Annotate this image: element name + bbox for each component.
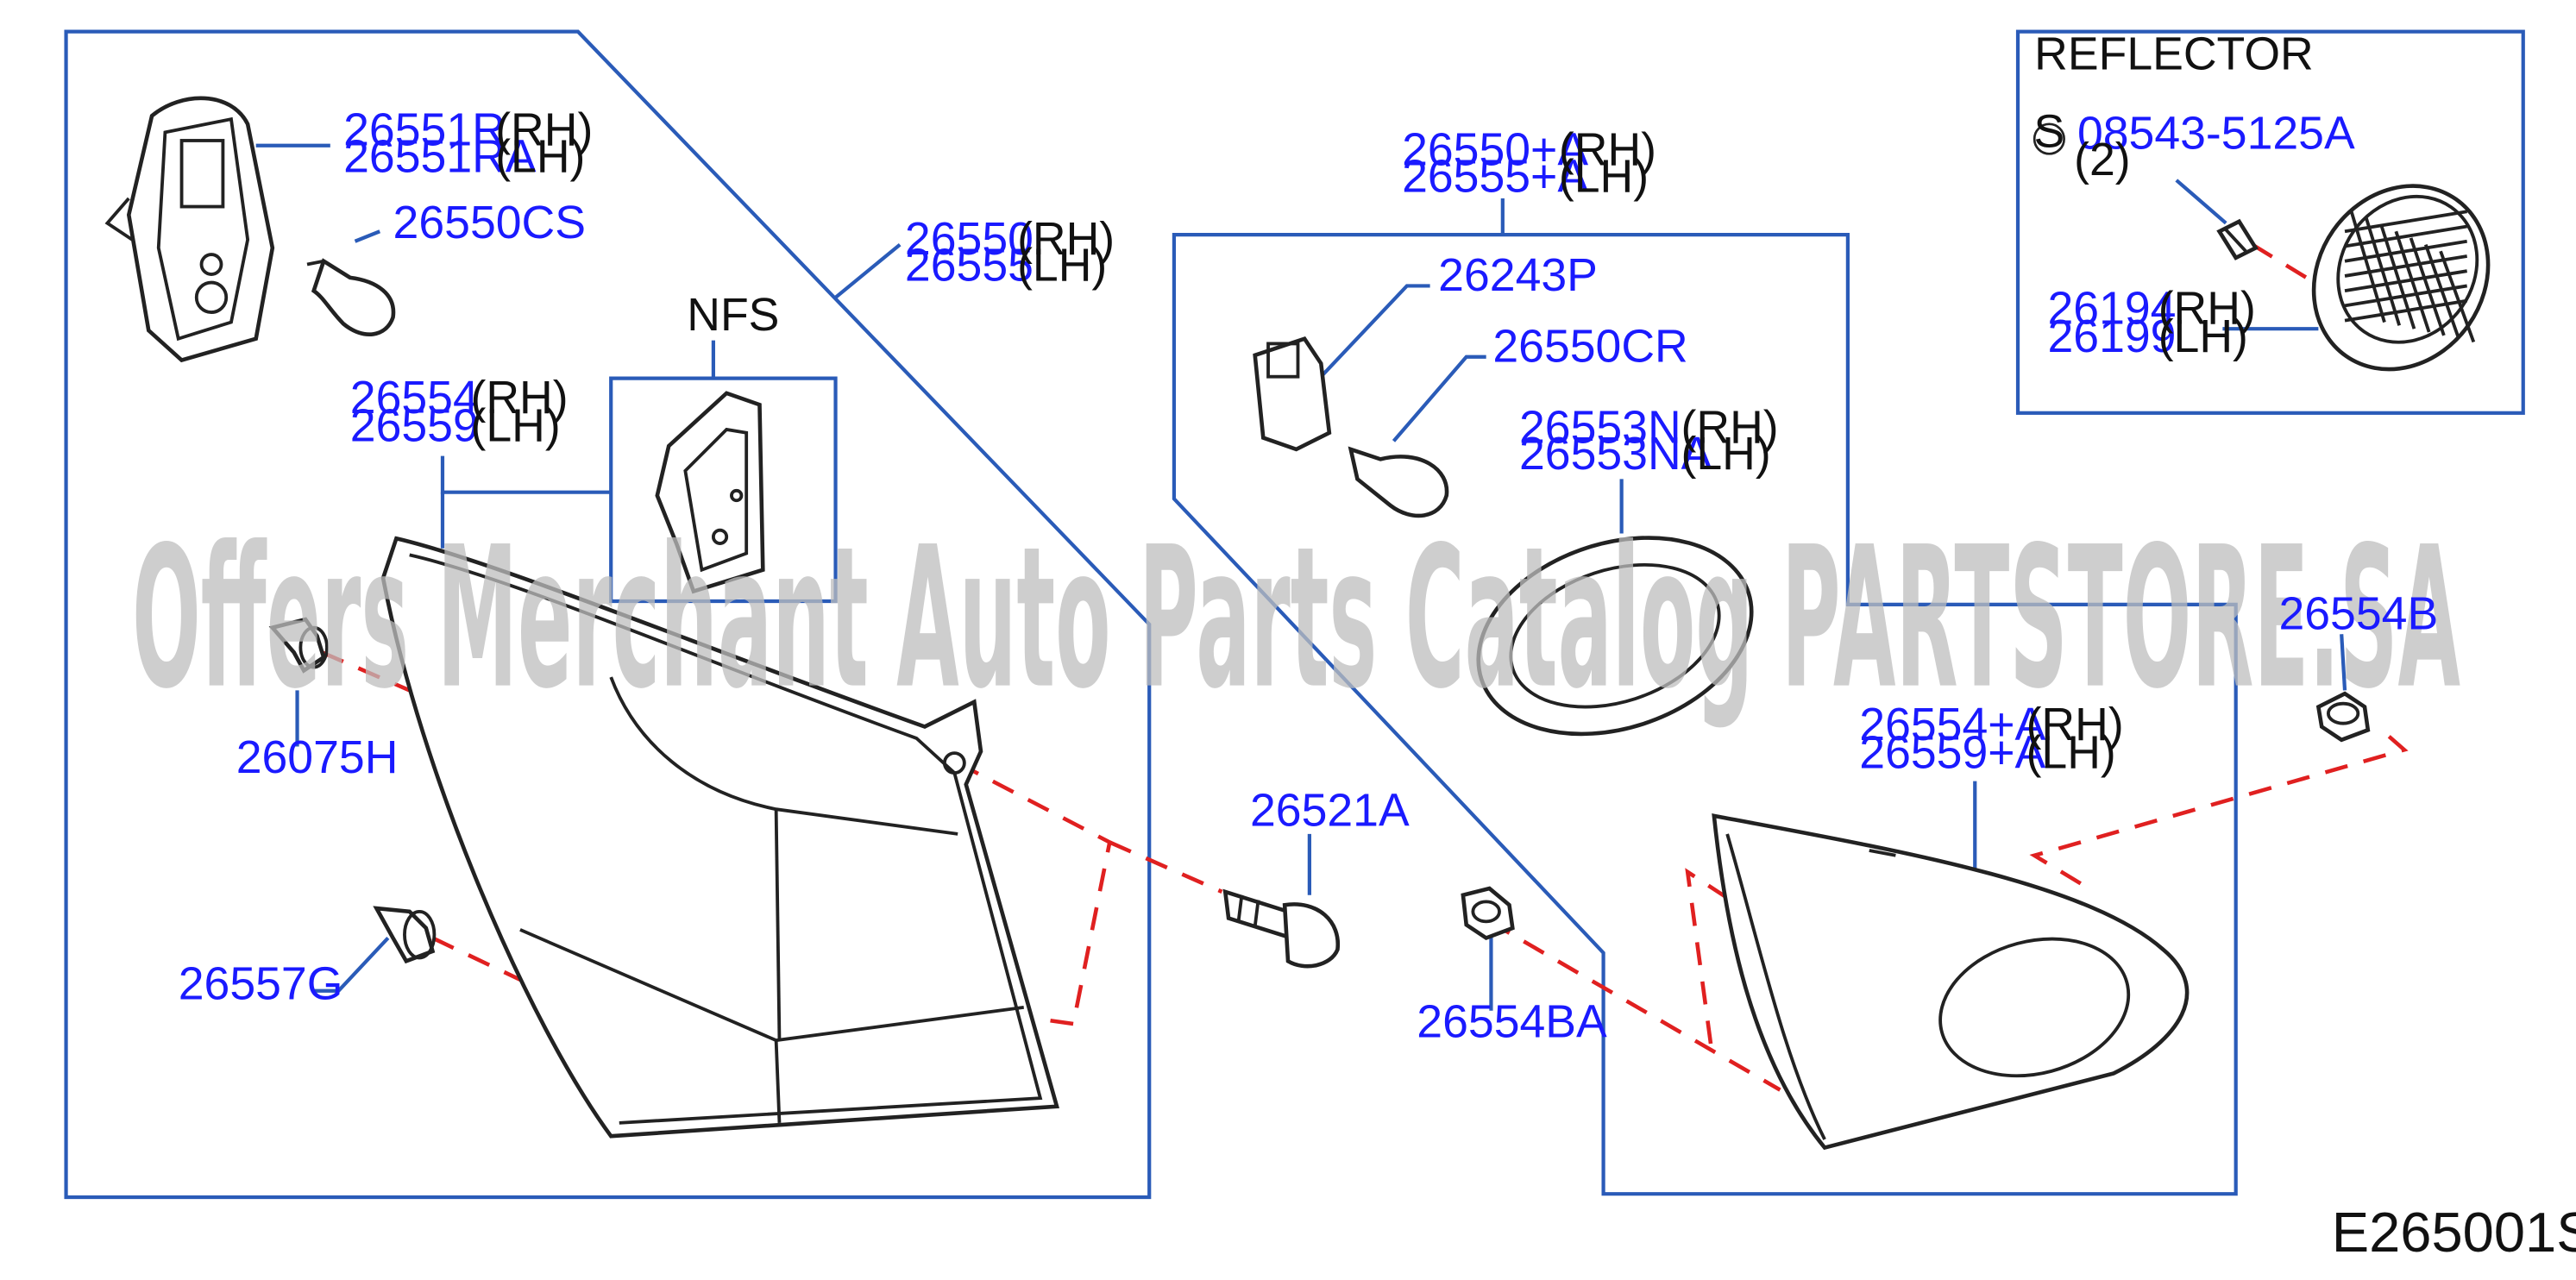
part-number-26555[interactable]: 26555: [905, 240, 1034, 292]
part-number-26075h[interactable]: 26075H: [236, 731, 399, 783]
part-number-26550[interactable]: 26550: [905, 213, 1034, 265]
bulb-26550cr-drawing: [1348, 446, 1449, 518]
reflector-hatch-line: [2344, 254, 2467, 278]
reflector-hatch-line: [2344, 269, 2467, 293]
rh-label: (RH): [1559, 124, 1656, 176]
screw-quantity: (2): [2074, 134, 2130, 185]
clip-26075h-drawing: [268, 617, 329, 674]
reflector-hatch-line: [2344, 224, 2467, 248]
bulb-26550cs-drawing: [306, 258, 396, 336]
rh-label: (RH): [1017, 213, 1115, 265]
lh-label: (LH): [1559, 150, 1649, 202]
part-number-26559[interactable]: 26559: [350, 399, 479, 451]
lh-label: (LH): [2158, 311, 2248, 362]
reflector-hatch-line: [2344, 210, 2467, 234]
part-number-26550a[interactable]: 26550+A: [1402, 124, 1588, 176]
part-number-26550cs[interactable]: 26550CS: [393, 197, 586, 248]
screw-symbol-circle: [2033, 122, 2065, 155]
rh-label: (RH): [495, 104, 593, 156]
reflector-hatch-line: [2439, 250, 2476, 343]
rh-label: (RH): [2158, 282, 2256, 334]
part-number-08543-5125a[interactable]: 08543-5125A: [2077, 108, 2355, 160]
part-number-26243p[interactable]: 26243P: [1438, 249, 1598, 301]
part-number-26553na[interactable]: 26553NA: [1519, 428, 1712, 480]
part-number-26554ba[interactable]: 26554BA: [1417, 995, 1607, 1047]
part-number-26521a[interactable]: 26521A: [1250, 784, 1410, 836]
bolt-26521a-drawing: [1222, 888, 1341, 969]
part-number-26554a[interactable]: 26554+A: [1859, 699, 2045, 750]
screw-symbol: S: [2034, 106, 2065, 158]
outer-lamp-group-frame: [64, 29, 1152, 1200]
part-number-26559a[interactable]: 26559+A: [1859, 726, 2045, 778]
rh-label: (RH): [471, 372, 569, 424]
part-number-26555a[interactable]: 26555+A: [1402, 150, 1588, 202]
reflector-hatch-line: [2344, 239, 2467, 263]
lh-label: (LH): [1681, 428, 1771, 480]
inner-lamp-group-frame: [1172, 232, 2238, 1196]
part-number-26551r[interactable]: 26551R: [343, 104, 506, 156]
clip-26557g-drawing: [373, 906, 437, 964]
lh-label: (LH): [1017, 240, 1107, 292]
nfs-box: [609, 376, 838, 604]
nfs-plate-drawing: [655, 391, 765, 594]
reflector-hatch-line: [2409, 237, 2446, 336]
screw-08543-5125a-drawing: [2216, 218, 2259, 260]
reflector-title: REFLECTOR: [2034, 28, 2314, 80]
part-number-26194[interactable]: 26194: [2047, 282, 2176, 334]
reflector-hatch: [2344, 210, 2476, 343]
socket-plate-26551r-drawing: [104, 96, 275, 363]
watermark: Offers Merchant Auto Parts Catalog PARTS…: [132, 505, 2460, 732]
part-number-26554[interactable]: 26554: [350, 372, 479, 424]
reflector-box: [2015, 29, 2525, 415]
lh-label: (LH): [495, 130, 585, 182]
part-number-26554b[interactable]: 26554B: [2278, 588, 2438, 640]
nfs-label: NFS: [687, 289, 779, 341]
lh-label: (LH): [471, 399, 561, 451]
nut-26554ba-drawing: [1461, 886, 1515, 941]
reflector-hatch-line: [2344, 284, 2467, 308]
reflector-hatch-line: [2365, 217, 2402, 326]
diagram-code: E265001S: [2332, 1201, 2576, 1264]
lh-label: (LH): [2026, 726, 2116, 778]
part-number-26557g[interactable]: 26557G: [179, 957, 343, 1009]
part-number-26199[interactable]: 26199: [2047, 311, 2176, 362]
reflector-hatch-line: [2344, 298, 2467, 323]
rh-label: (RH): [1681, 401, 1779, 453]
part-number-26551ra[interactable]: 26551RA: [343, 130, 537, 182]
socket-26243p-drawing: [1253, 336, 1332, 452]
reflector-26194-drawing: [2311, 184, 2491, 372]
reflector-hatch-line: [2424, 243, 2460, 340]
inner-lamp-26554a-drawing: [1712, 813, 2190, 1151]
nut-26554b-drawing: [2315, 691, 2371, 743]
rh-label: (RH): [2026, 699, 2124, 750]
reflector-hatch-line: [2394, 230, 2431, 333]
gasket-26553n-drawing: [1476, 536, 1754, 737]
outer-tail-lamp-26554-drawing: [380, 536, 1060, 1139]
part-number-26550cr[interactable]: 26550CR: [1492, 320, 1687, 372]
part-number-26553n[interactable]: 26553N: [1519, 401, 1681, 453]
